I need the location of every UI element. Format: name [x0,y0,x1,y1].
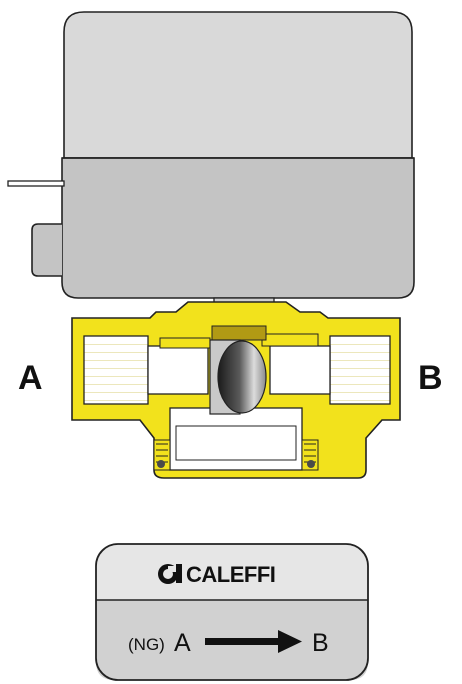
nameplate: CALEFFI (NG) A B [95,543,369,681]
gas-code: (NG) [128,635,165,654]
actuator-cover [63,11,413,159]
valve-ball [217,340,267,414]
port-b-label: B [418,359,443,397]
manual-lever [7,180,65,187]
arrow-right-icon [205,630,302,653]
port-a-bore [83,335,149,405]
o-ring-right [307,460,315,468]
o-ring-left [157,460,165,468]
nameplate-top [96,544,368,600]
port-b-bore [329,335,391,405]
valve-body [71,301,401,479]
actuator-housing [7,11,415,309]
actuator-body [61,157,415,299]
side-connector [31,223,62,277]
brand-name: CALEFFI [186,562,275,587]
caleffi-logo-icon [158,564,182,584]
flow-from: A [174,629,191,657]
port-a-label: A [18,359,43,397]
seat-block [211,325,267,341]
flow-to: B [312,629,329,657]
